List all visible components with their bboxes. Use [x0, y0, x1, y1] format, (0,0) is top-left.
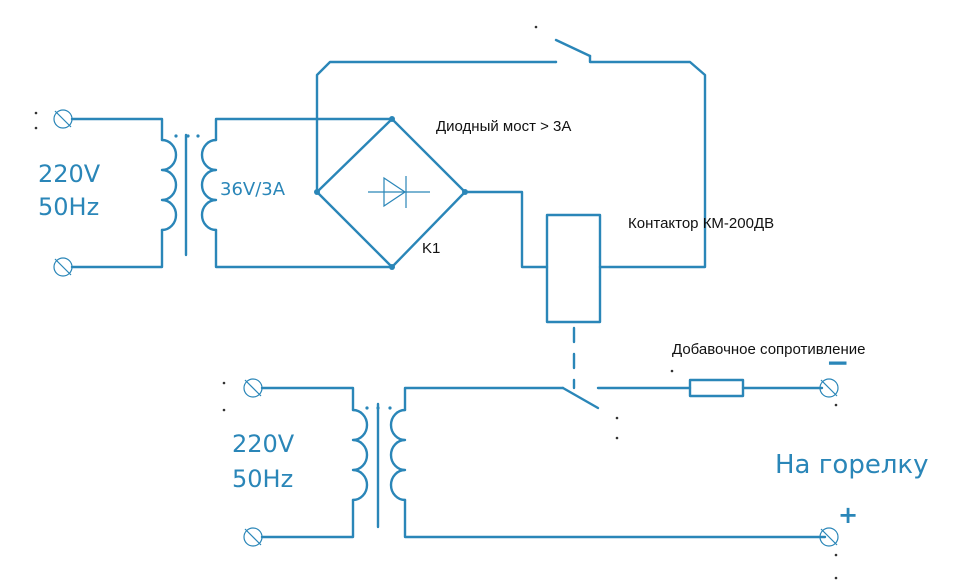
terminal-top-primary-1 — [53, 109, 73, 129]
primary-voltage-bottom: 220V — [232, 430, 295, 458]
terminal-bottom-primary-1 — [243, 378, 263, 398]
secondary-voltage-top: 36V/3A — [220, 179, 286, 200]
bridge-label: Диодный мост > 3А — [436, 118, 571, 135]
contactor-coil — [545, 213, 602, 324]
resistor — [688, 378, 745, 398]
terminal-output-minus — [819, 378, 839, 398]
output-label: На горелку — [775, 450, 929, 480]
diode-bridge — [314, 116, 468, 270]
terminal-bottom-primary-2 — [243, 527, 263, 547]
terminal-output-plus — [819, 527, 839, 547]
diode-icon — [368, 176, 430, 208]
relay-label-k1: K1 — [422, 240, 440, 257]
primary-freq-bottom: 50Hz — [232, 465, 293, 493]
primary-coil-top — [160, 138, 178, 232]
bottom-transformer — [222, 378, 827, 547]
primary-coil-bottom — [351, 408, 369, 502]
contactor-label: Контактор КМ-200ДВ — [628, 215, 774, 232]
primary-voltage-top: 220V — [38, 160, 101, 188]
primary-freq-top: 50Hz — [38, 193, 99, 221]
terminal-top-primary-2 — [53, 257, 73, 277]
contactor-switch-top — [534, 25, 707, 269]
minus-sign: − — [826, 346, 849, 379]
plus-sign: + — [838, 501, 858, 529]
resistor-label: Добавочное сопротивление — [672, 341, 865, 358]
contactor-switch-bottom — [561, 386, 692, 440]
top-transformer — [34, 109, 394, 277]
secondary-coil-top — [200, 138, 218, 232]
secondary-coil-bottom — [389, 408, 407, 502]
